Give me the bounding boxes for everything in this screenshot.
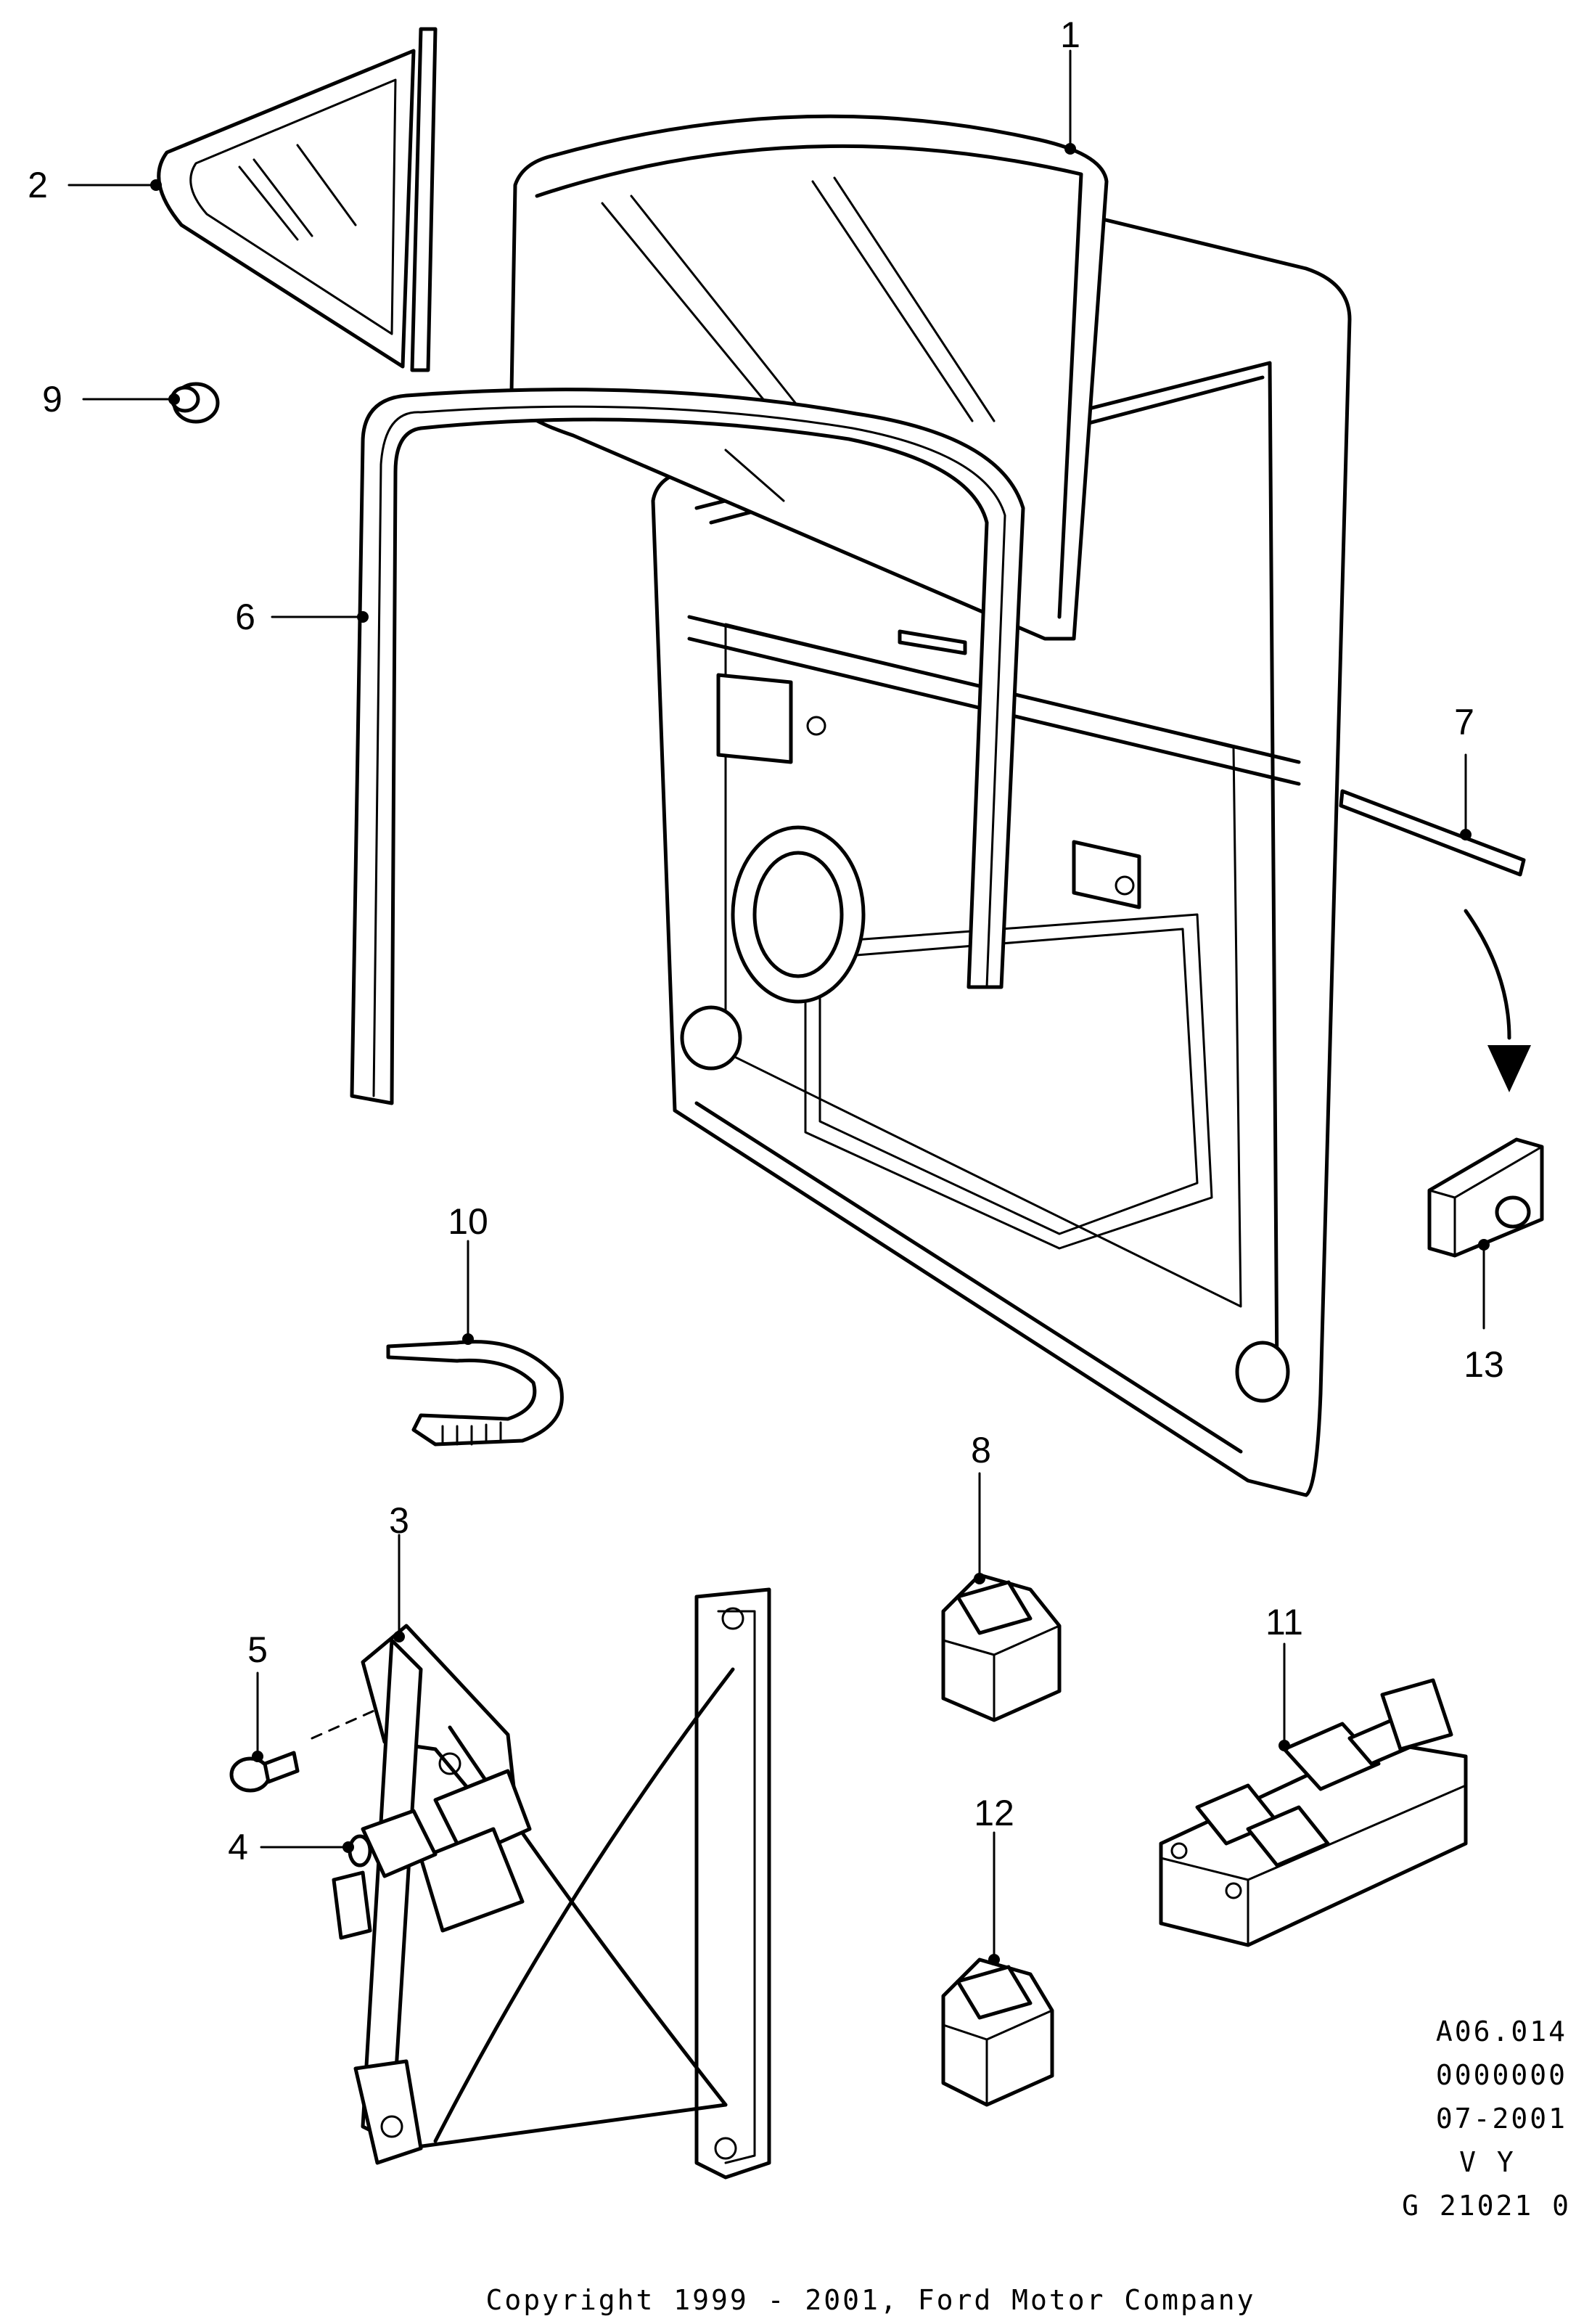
callout-labels: 1 2 3 4 5 6 7 8 9 10 11 12 13: [28, 15, 1504, 1867]
callout-2: 2: [28, 165, 48, 205]
meta-block: A06.014 0000000 07-2001 V Y G 21021 0: [1402, 2016, 1571, 2222]
bolt: [229, 1708, 379, 1793]
callout-1: 1: [1060, 15, 1080, 55]
copyright-text: Copyright 1999 - 2001, Ford Motor Compan…: [486, 2284, 1256, 2316]
clip: [170, 382, 220, 424]
window-switch-8: [941, 1573, 1062, 1722]
window-regulator: [332, 1587, 771, 2180]
callout-5: 5: [247, 1629, 268, 1670]
meta-line-4: V Y: [1459, 2146, 1516, 2178]
cable-tie: [386, 1340, 564, 1447]
door-glass: [509, 114, 1109, 641]
belt-moulding: [1339, 789, 1526, 877]
switch-panel: [1159, 1678, 1468, 1947]
callout-7: 7: [1454, 702, 1474, 742]
callout-4: 4: [228, 1827, 248, 1867]
meta-line-1: A06.014: [1436, 2016, 1567, 2047]
callout-8: 8: [971, 1430, 991, 1470]
direction-arrow: [1464, 909, 1531, 1092]
retainer: [1427, 1137, 1544, 1258]
callout-11: 11: [1265, 1602, 1303, 1642]
meta-line-5: G 21021 0: [1402, 2190, 1571, 2222]
glass-run-seal: [350, 388, 1025, 1105]
callout-12: 12: [974, 1793, 1014, 1833]
window-switch-12: [941, 1957, 1054, 2107]
callout-10: 10: [448, 1201, 488, 1242]
meta-line-3: 07-2001: [1436, 2103, 1567, 2135]
regulator-motor: [348, 1809, 438, 1878]
quarter-glass: [157, 27, 438, 372]
callout-6: 6: [235, 597, 255, 637]
leader-lines: [67, 49, 1490, 1965]
callout-9: 9: [42, 379, 62, 420]
callout-3: 3: [389, 1500, 409, 1541]
callout-13: 13: [1464, 1344, 1504, 1385]
meta-line-2: 0000000: [1436, 2059, 1567, 2091]
